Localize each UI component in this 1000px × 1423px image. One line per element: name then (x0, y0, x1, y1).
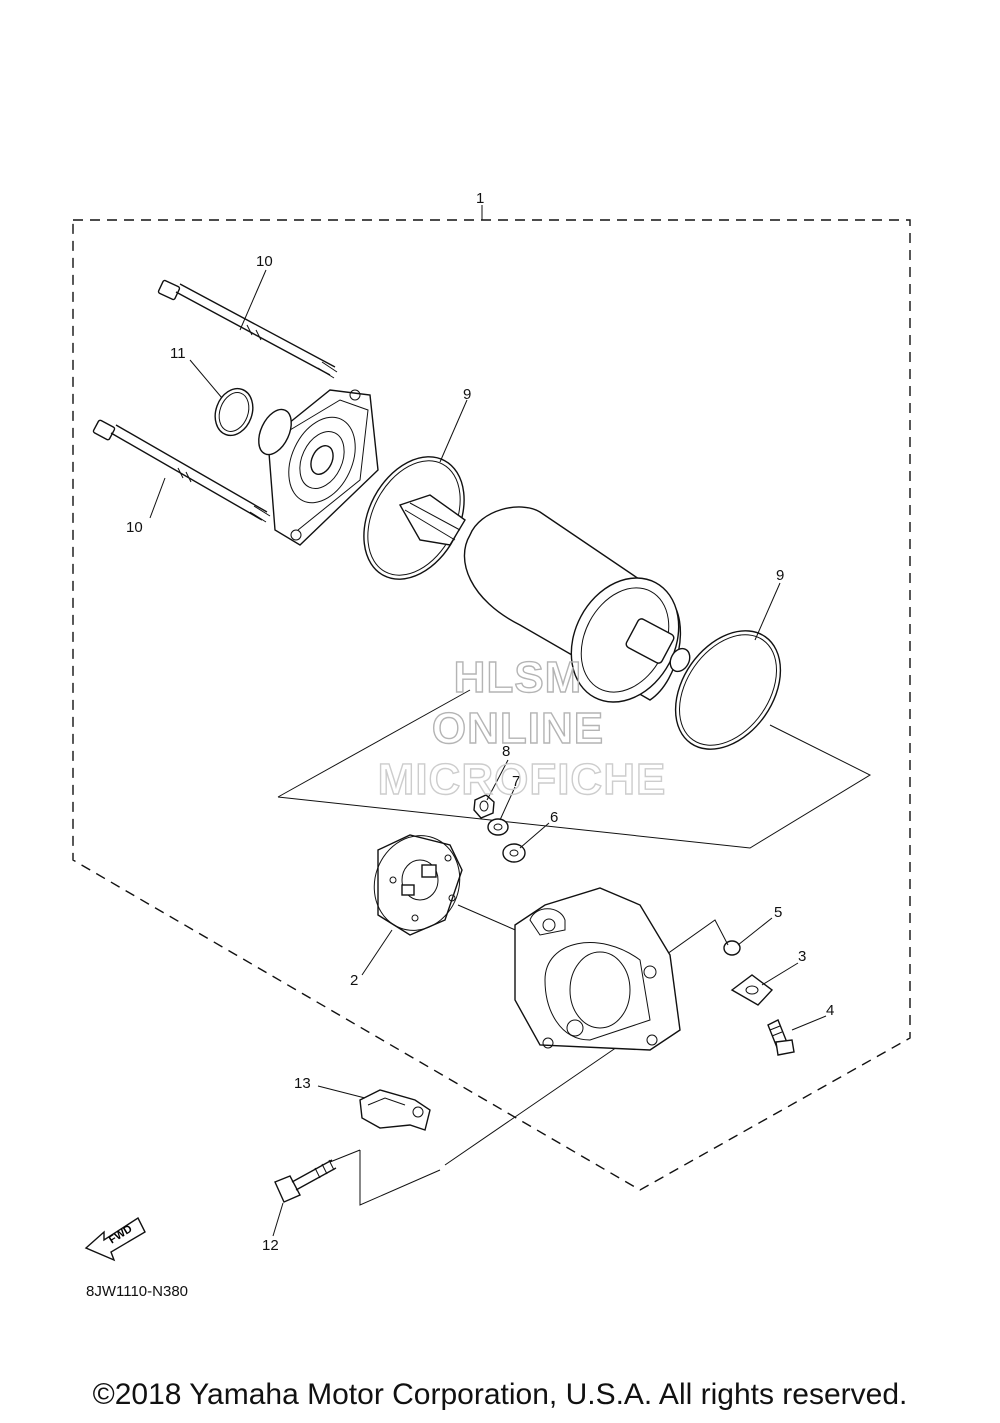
callout-9-rear: 9 (776, 567, 784, 584)
watermark-line-1: HLSM (454, 653, 583, 702)
diagram-ref-code: 8JW1110-N380 (86, 1283, 188, 1300)
callout-1: 1 (476, 190, 484, 207)
part-5-o-ring[interactable] (723, 940, 741, 956)
watermark-line-2: ONLINE (432, 704, 604, 753)
motor-yoke-body[interactable] (398, 494, 700, 721)
front-cover-housing[interactable] (514, 887, 681, 1051)
fwd-arrow-icon: FWD (84, 1216, 146, 1262)
watermark: HLSM ONLINE MICROFICHE (377, 652, 667, 804)
part-11-o-ring[interactable] (209, 383, 259, 440)
part-10-bolt-lower[interactable] (92, 419, 271, 523)
callout-8: 8 (502, 743, 510, 760)
callout-7: 7 (512, 773, 520, 790)
callout-10-upper: 10 (256, 253, 273, 270)
callout-2: 2 (350, 972, 358, 989)
callout-11: 11 (170, 345, 186, 362)
part-4-bolt[interactable] (767, 1019, 795, 1056)
callout-12: 12 (262, 1237, 279, 1254)
callout-10-lower: 10 (126, 519, 143, 536)
part-6-washer[interactable] (502, 843, 526, 863)
part-7-washer[interactable] (487, 818, 509, 836)
part-8-nut[interactable] (473, 794, 495, 819)
rear-cover-bracket[interactable] (252, 389, 379, 546)
part-9-o-ring-rear[interactable] (654, 611, 802, 769)
callout-leaders (149, 269, 827, 1237)
copyright-notice: ©2018 Yamaha Motor Corporation, U.S.A. A… (92, 1378, 908, 1411)
watermark-line-3: MICROFICHE (378, 755, 667, 804)
callout-13: 13 (294, 1075, 311, 1092)
callout-9-front: 9 (463, 386, 471, 403)
part-12-bolt[interactable] (274, 1159, 337, 1203)
part-3-clip[interactable] (730, 974, 774, 1006)
callout-5: 5 (774, 904, 782, 921)
assembly-boundary (72, 205, 911, 1191)
part-2-brush-holder[interactable] (361, 824, 473, 943)
part-13-clamp[interactable] (359, 1089, 431, 1131)
callout-3: 3 (798, 948, 806, 965)
part-10-bolt-upper[interactable] (157, 279, 338, 379)
callout-numbers: 1 2 3 4 5 6 7 8 9 9 10 10 11 12 13 (126, 190, 834, 1254)
callout-6: 6 (550, 809, 558, 826)
callout-4: 4 (826, 1002, 834, 1019)
